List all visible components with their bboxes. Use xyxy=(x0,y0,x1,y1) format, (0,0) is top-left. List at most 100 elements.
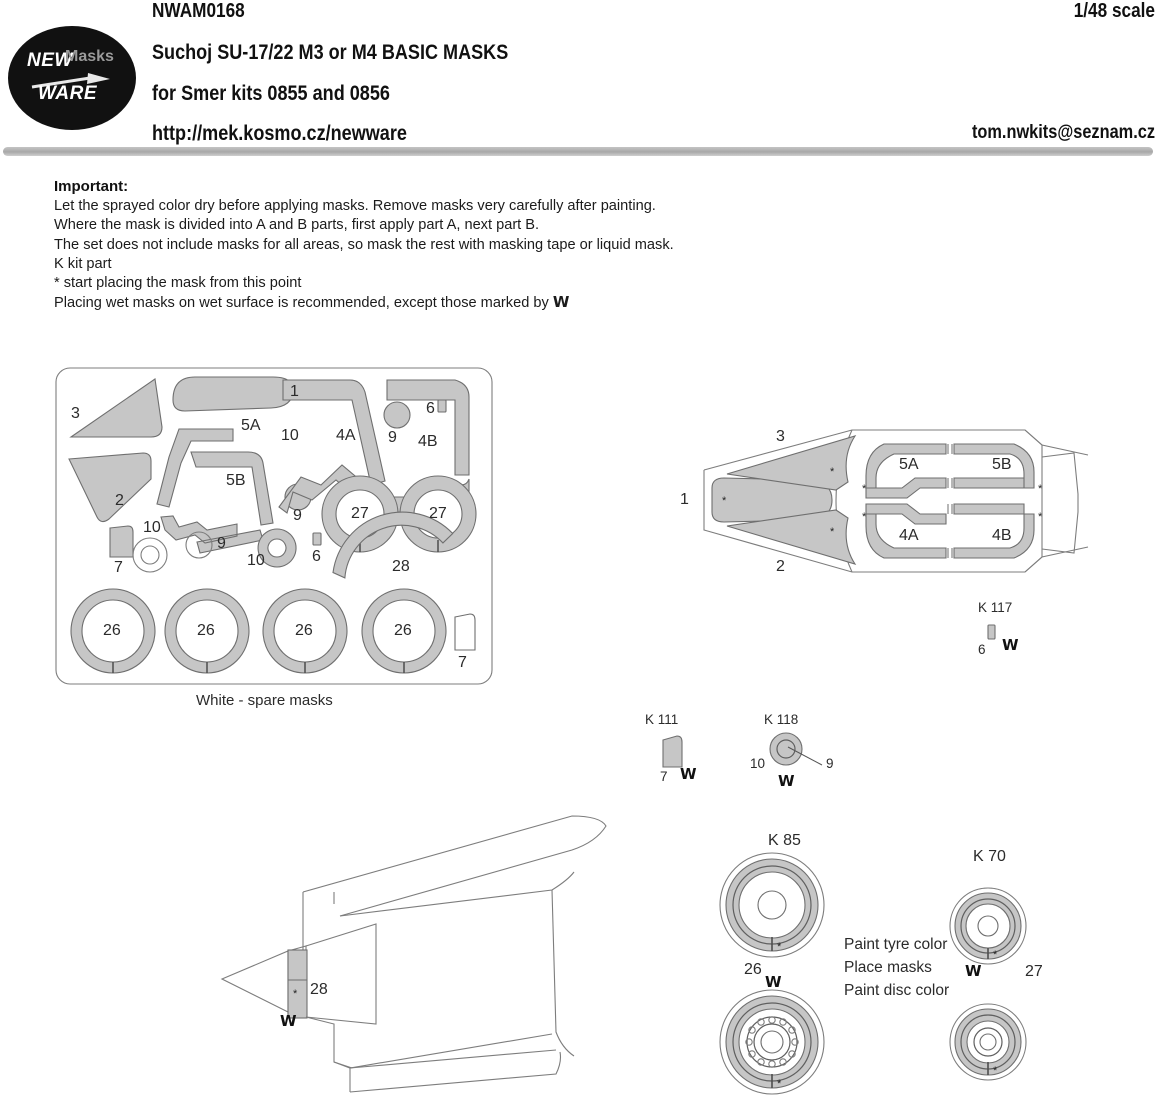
sheet-label-7-a: 7 xyxy=(114,559,123,576)
important-wet-line: Placing wet masks on wet surface is reco… xyxy=(54,293,814,313)
arrow-right-icon xyxy=(31,73,110,89)
part-k117-shape xyxy=(987,624,996,640)
wheel-k85-upper: * xyxy=(719,852,825,958)
wheel-k70-lower: * xyxy=(949,1003,1027,1081)
sheet-label-27-b: 27 xyxy=(429,505,447,522)
mask-shape-26-c xyxy=(262,588,348,674)
nose-side-view-diagram: * 28 W xyxy=(200,812,620,1097)
header-divider xyxy=(3,147,1153,156)
mask-shape-7-white xyxy=(454,613,476,651)
canopy-label-4A: 4A xyxy=(899,527,919,544)
mask-shape-10-ring xyxy=(132,537,168,573)
sheet-label-28: 28 xyxy=(392,558,410,575)
product-title: Suchoj SU-17/22 M3 or M4 BASIC MASKS xyxy=(152,41,509,64)
important-line: The set does not include masks for all a… xyxy=(54,236,674,253)
product-code: NWAM0168 xyxy=(152,0,245,22)
sheet-label-6-b: 6 xyxy=(312,548,321,565)
nose-label-28: 28 xyxy=(310,981,328,998)
important-line: Let the sprayed color dry before applyin… xyxy=(54,198,656,214)
nose-star: * xyxy=(293,988,298,1000)
mask-shape-9-white xyxy=(185,531,213,559)
canopy-star: * xyxy=(830,526,835,538)
wheel-k70-wet-symbol: W xyxy=(965,962,982,980)
part-k118-wet-symbol: W xyxy=(778,772,795,790)
part-k111-name: K 111 xyxy=(645,712,679,727)
mask-sheet-diagram: 3 1 5A 10 4A 9 6 4B 5B 2 9 27 27 7 10 9 … xyxy=(55,367,495,685)
nose-wet-symbol: W xyxy=(280,1012,297,1030)
sheet-label-3: 3 xyxy=(71,405,80,422)
canopy-star: * xyxy=(862,483,867,495)
canopy-star: * xyxy=(1038,511,1043,523)
mask-shape-26-b xyxy=(164,588,250,674)
mask-shape-10-filled xyxy=(257,528,297,568)
wheel-star: * xyxy=(777,1078,782,1090)
wheels-diagram: * * xyxy=(719,832,1060,1103)
logo-text-masks: Masks xyxy=(65,48,114,65)
part-k111-number: 7 xyxy=(660,769,668,784)
part-k111-shape xyxy=(662,735,683,768)
wheel-note-disc: Paint disc color xyxy=(844,982,950,999)
mask-shape-9-grey-b xyxy=(383,401,411,429)
canopy-star: * xyxy=(830,466,835,478)
part-k118-shape xyxy=(769,732,803,766)
mask-shape-28 xyxy=(332,511,454,579)
sheet-label-10-b: 10 xyxy=(143,519,161,536)
part-k117-number: 6 xyxy=(978,642,986,657)
logo-text-ware: WARE xyxy=(38,83,97,104)
mask-shape-2 xyxy=(68,452,152,523)
contact-email[interactable]: tom.nwkits@seznam.cz xyxy=(971,122,1155,143)
part-k118-number-left: 10 xyxy=(750,756,766,771)
sheet-label-26-a: 26 xyxy=(103,622,121,639)
canopy-mask-5A xyxy=(865,443,947,499)
canopy-mask-3 xyxy=(726,435,857,491)
mask-shape-26-a xyxy=(70,588,156,674)
scale-label: 1/48 scale xyxy=(1073,0,1155,22)
sheet-label-1: 1 xyxy=(290,383,299,400)
sheet-label-4B: 4B xyxy=(418,433,438,450)
sheet-label-10-a: 10 xyxy=(281,427,299,444)
wheel-hub-bolts xyxy=(745,1016,799,1068)
wheel-k70-upper: * xyxy=(949,887,1027,965)
part-k117-name: K 117 xyxy=(978,600,1013,615)
canopy-star: * xyxy=(862,511,867,523)
important-line: K kit part xyxy=(54,255,112,272)
mask-shape-6-a xyxy=(312,532,322,546)
mask-shape-3 xyxy=(69,378,163,438)
sheet-label-4A: 4A xyxy=(336,427,356,444)
canopy-label-4B: 4B xyxy=(992,527,1012,544)
sheet-label-9-b: 9 xyxy=(293,507,302,524)
wheel-note-masks: Place masks xyxy=(844,959,932,976)
sheet-label-7-b: 7 xyxy=(458,654,467,671)
sheet-label-2: 2 xyxy=(115,492,124,509)
sheet-label-26-c: 26 xyxy=(295,622,313,639)
part-k111-wet-symbol: W xyxy=(680,765,697,783)
mask-shape-26-d xyxy=(361,588,447,674)
wheel-k85-lower: * xyxy=(719,989,825,1095)
canopy-star: * xyxy=(1038,483,1043,495)
part-k118-name: K 118 xyxy=(764,712,799,727)
part-k118-leader-line xyxy=(787,746,823,766)
important-line: Where the mask is divided into A and B p… xyxy=(54,217,540,234)
canopy-mask-4A xyxy=(865,503,947,559)
wheel-k85-wet-symbol: W xyxy=(765,973,782,991)
wet-line-text: Placing wet masks on wet surface is reco… xyxy=(54,295,553,312)
wheel-k70-number: 27 xyxy=(1025,963,1043,980)
sheet-label-5A: 5A xyxy=(241,417,261,434)
canopy-label-2: 2 xyxy=(776,558,785,575)
part-k118-number-right: 9 xyxy=(826,756,834,771)
compatible-kits: for Smer kits 0855 and 0856 xyxy=(152,82,390,105)
canopy-star: * xyxy=(722,495,727,507)
wheel-k70-name: K 70 xyxy=(973,848,1006,865)
canopy-mask-5B xyxy=(953,443,1035,489)
brand-logo: NEW WARE Masks xyxy=(8,26,136,130)
wheel-note-tyre: Paint tyre color xyxy=(844,936,948,953)
canopy-mask-4B xyxy=(953,503,1035,559)
wheel-star: * xyxy=(993,949,998,961)
website-url[interactable]: http://mek.kosmo.cz/newware xyxy=(152,122,407,145)
sheet-label-26-d: 26 xyxy=(394,622,412,639)
important-heading: Important: xyxy=(54,178,129,195)
wet-symbol: W xyxy=(552,293,570,312)
nose-mask-28 xyxy=(287,949,308,1019)
mask-shape-1 xyxy=(172,376,294,412)
mask-sheet-caption: White - spare masks xyxy=(196,692,333,709)
